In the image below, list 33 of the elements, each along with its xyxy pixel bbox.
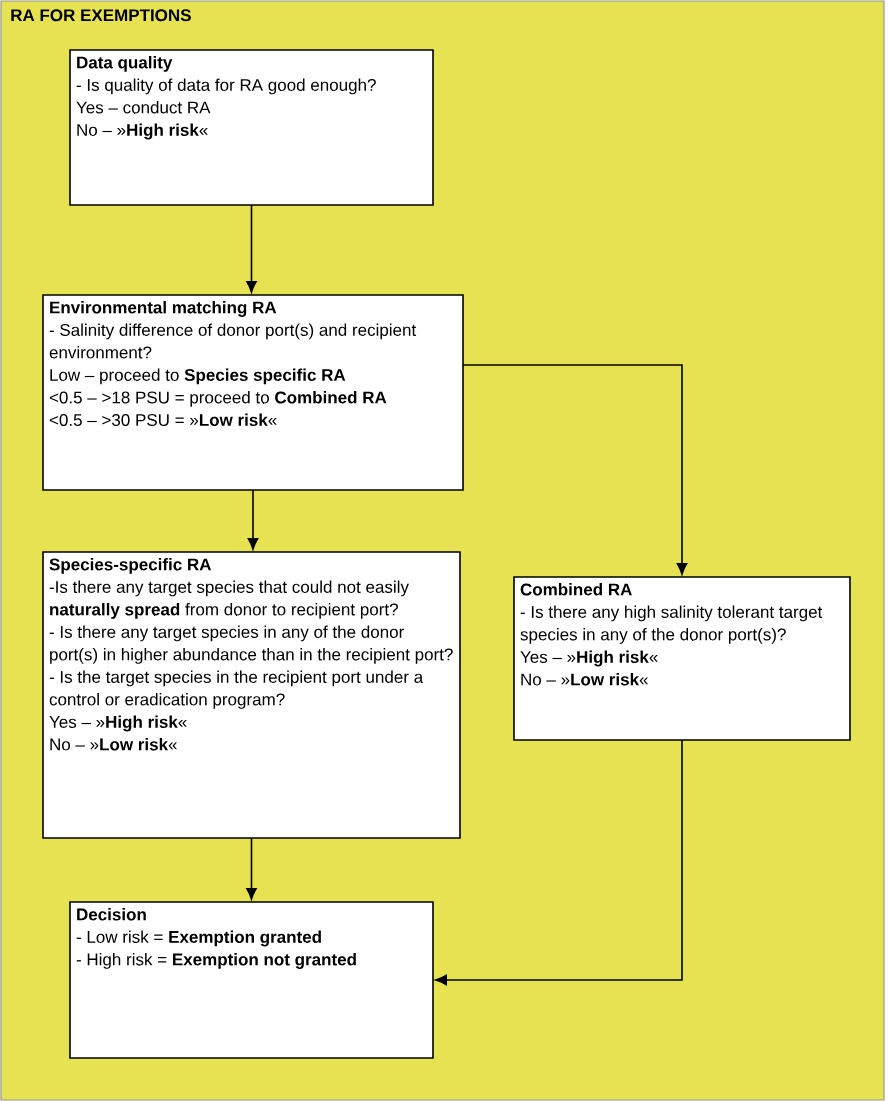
box-text: Low – proceed to Species specific RA — [50, 368, 346, 385]
box-heading: Data quality — [77, 56, 173, 72]
arrow — [462, 364, 688, 575]
box-text: <0.5 – >18 PSU = proceed to Combined RA — [49, 391, 387, 407]
box-text: - Is there any high salinity tolerant target species in any of the donor port(s)? — [520, 605, 823, 644]
box-text: - High risk = Exemption not granted — [76, 953, 356, 969]
process-box — [69, 49, 434, 206]
process-box — [513, 576, 851, 741]
box-text: - Low risk = Exemption granted — [76, 930, 321, 947]
box-text: <0.5 – >30 PSU = »Low risk« — [49, 413, 277, 426]
arrow — [246, 837, 257, 900]
diagram-title: RA FOR EXEMPTIONS — [11, 9, 191, 22]
box-text: Yes – »High risk« — [49, 715, 187, 732]
box-text: -Is there any target species that could not easily naturally spread from donor to recipient port? — [49, 580, 409, 619]
box-heading: Environmental matching RA — [50, 301, 277, 317]
box-text: - Is there any target species in any of the donor port(s) in higher abundance than in the recipient port? — [49, 625, 453, 664]
box-heading: Combined RA — [520, 583, 632, 596]
box-text: - Is the target species in the recipient port under a control or eradication program? — [49, 670, 424, 709]
process-box — [42, 551, 461, 839]
box-heading: Species-specific RA — [49, 558, 212, 574]
box-text: Yes – »High risk« — [520, 650, 658, 667]
process-box — [42, 294, 464, 491]
box-text: Yes – conduct RA — [76, 101, 211, 114]
box-text: No – »Low risk« — [50, 738, 177, 751]
box-heading: Decision — [77, 908, 146, 921]
box-text: No – »High risk« — [77, 123, 208, 140]
box-text: No – »Low risk« — [521, 673, 648, 686]
process-box — [69, 901, 434, 1059]
arrow — [435, 739, 683, 986]
box-text: - Salinity difference of donor port(s) and recipient environment? — [49, 323, 417, 359]
arrow — [246, 204, 257, 293]
box-text: - Is quality of data for RA good enough? — [76, 78, 376, 95]
arrow — [247, 489, 259, 550]
